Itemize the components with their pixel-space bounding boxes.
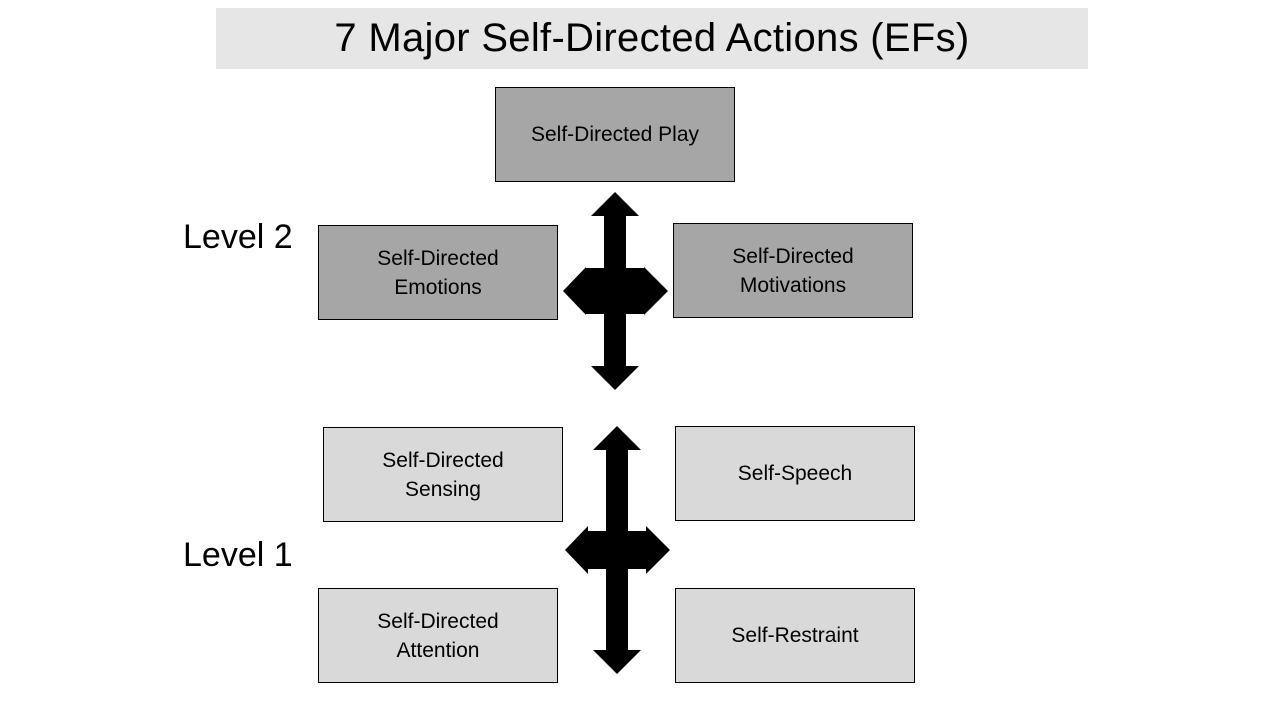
box-label: Self-Speech [737, 462, 853, 485]
box-self-directed-sensing: Self-Directed Sensing [323, 427, 563, 522]
box-self-directed-play: Self-Directed Play [495, 87, 735, 182]
box-self-speech: Self-Speech [675, 426, 915, 521]
page-title: 7 Major Self-Directed Actions (EFs) [334, 16, 970, 60]
box-label: Self-Directed Motivations [732, 244, 854, 297]
level-1-label: Level 1 [183, 536, 293, 574]
four-way-arrow-icon [563, 192, 668, 390]
box-label: Self-Directed Emotions [377, 246, 499, 299]
box-label: Self-Directed Play [530, 123, 700, 146]
box-self-restraint: Self-Restraint [675, 588, 915, 683]
box-self-directed-attention: Self-Directed Attention [318, 588, 558, 683]
box-label: Self-Directed Sensing [382, 448, 504, 501]
box-label: Self-Restraint [731, 624, 859, 647]
box-self-directed-motivations: Self-Directed Motivations [673, 223, 913, 318]
box-label: Self-Directed Attention [377, 609, 499, 662]
four-way-arrow-icon [565, 426, 670, 674]
box-self-directed-emotions: Self-Directed Emotions [318, 225, 558, 320]
level-2-label: Level 2 [183, 218, 293, 256]
title-bar: 7 Major Self-Directed Actions (EFs) [216, 8, 1088, 69]
